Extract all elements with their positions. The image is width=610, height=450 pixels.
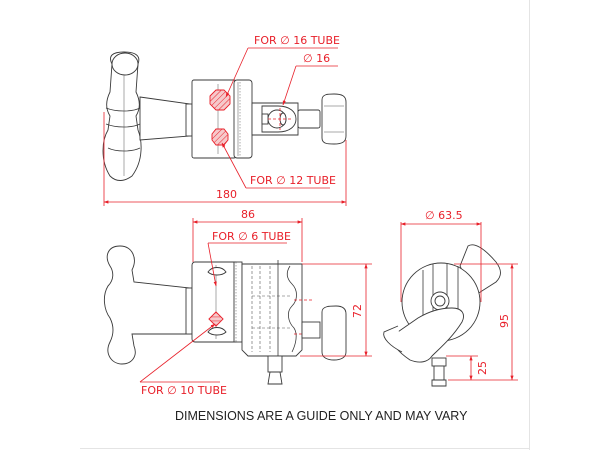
side-view: ∅ 63.5 95 25: [383, 209, 518, 387]
frame-border-right: [529, 0, 530, 450]
top-view: FOR ∅ 16 TUBE ∅ 16 FOR ∅ 12 TUBE 180: [102, 34, 347, 206]
front-receiver: [241, 263, 303, 357]
dim-side-height: 95: [498, 314, 511, 328]
front-view: FOR ∅ 6 TUBE FOR ∅ 10 TUBE 86 72: [103, 208, 372, 397]
dim-spigot-height: 25: [476, 361, 489, 375]
tube12-hole: [211, 128, 229, 146]
t-handle-knob: [102, 51, 142, 181]
tube10-hole: [208, 311, 224, 327]
top-shaft: [139, 96, 191, 141]
callout-tube6-label: FOR ∅ 6 TUBE: [212, 230, 291, 243]
side-bolt-inner: [434, 295, 446, 307]
front-shaft-collar: [185, 287, 193, 335]
callout-tube10-label: FOR ∅ 10 TUBE: [141, 384, 227, 397]
top-knob-stem: [297, 109, 321, 129]
callout-dia16-label: ∅ 16: [303, 52, 330, 65]
frame-border-bottom: [80, 448, 530, 449]
front-knob-stem: [301, 321, 321, 339]
side-spigot-base: [431, 357, 447, 367]
top-shaft-collar: [185, 103, 193, 137]
dim-side-diameter: ∅ 63.5: [425, 209, 463, 222]
callout-tube12-label: FOR ∅ 12 TUBE: [250, 174, 336, 187]
tube16-hole: [209, 89, 231, 111]
front-clamp-ring: [233, 261, 243, 343]
front-knob: [321, 305, 347, 361]
top-clamp-ring: [233, 79, 253, 159]
callout-tube16-label: FOR ∅ 16 TUBE: [254, 34, 340, 47]
dim-front-height: 72: [351, 304, 364, 318]
dim-front-width: 86: [241, 208, 255, 221]
front-t-handle: [103, 245, 191, 365]
side-lower-lobe: [391, 307, 464, 363]
front-spigot: [267, 355, 283, 373]
dim-overall-length: 180: [216, 188, 237, 201]
side-spigot: [433, 365, 445, 381]
top-knob: [321, 93, 347, 145]
disclaimer-note: DIMENSIONS ARE A GUIDE ONLY AND MAY VARY: [175, 409, 468, 423]
